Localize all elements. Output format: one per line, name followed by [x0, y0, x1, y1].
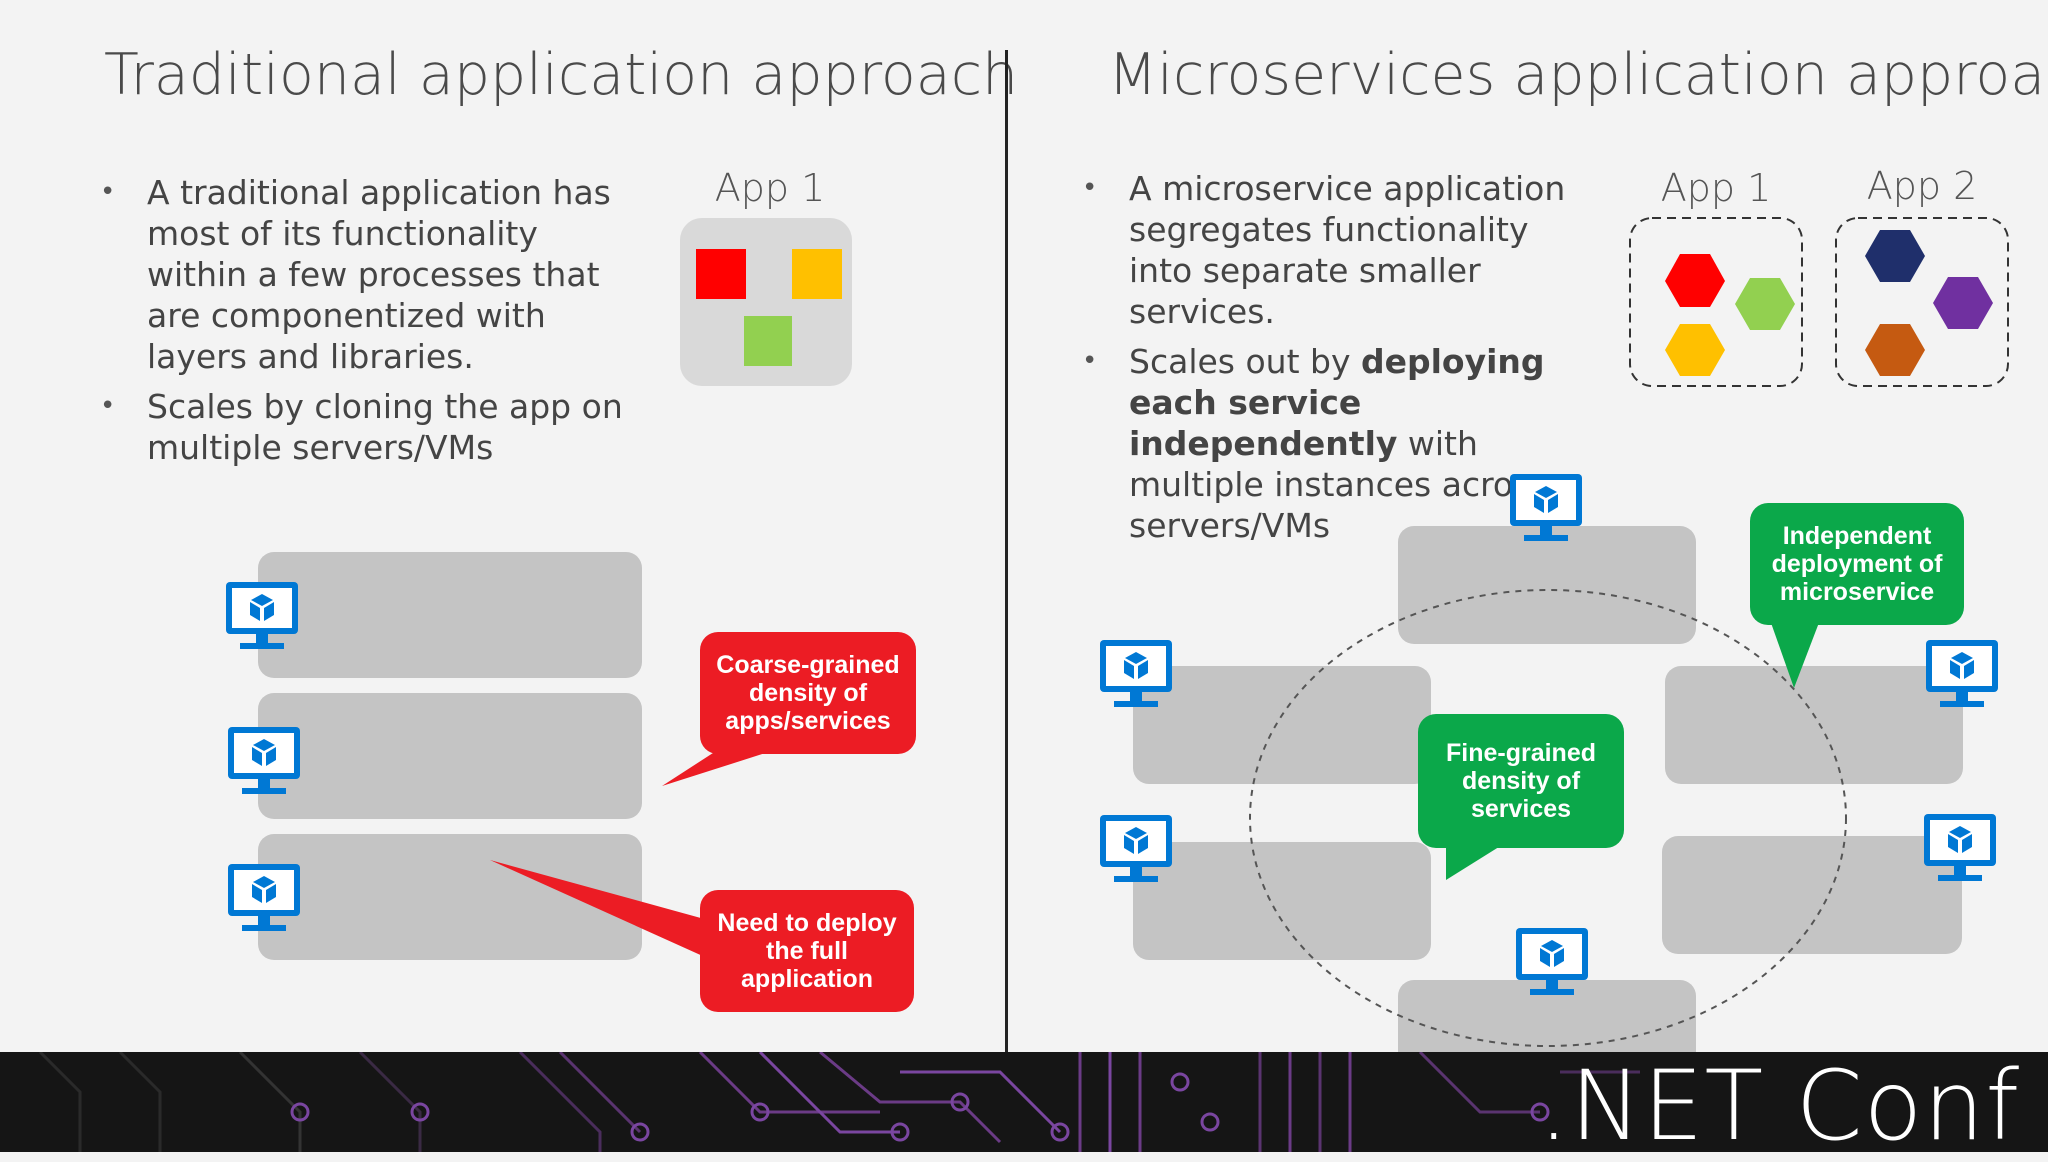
independent-deployment-callout: Independent deployment of microservice [1750, 503, 1964, 625]
micro-server-right-lower [1662, 836, 1962, 954]
red-component [696, 249, 746, 299]
yellow-component [792, 249, 842, 299]
independent-callout-tail [1770, 620, 1820, 688]
green-hexagon-icon [1735, 278, 1795, 330]
right-app2-label: App 2 [1866, 164, 1978, 208]
right-bullet-2-prefix: Scales out by [1129, 342, 1361, 381]
vm-icon [1924, 814, 1996, 881]
micro-server-top [1398, 526, 1696, 644]
service-ring [1249, 589, 1847, 1047]
right-title: Microservices application approach [1108, 42, 2048, 108]
vm-icon [228, 727, 300, 794]
micro-server-left-upper [1133, 666, 1431, 784]
micro-server-left-lower [1133, 842, 1431, 960]
fine-callout-tail [1446, 840, 1510, 880]
footer-banner [0, 1052, 2048, 1152]
coarse-grained-callout: Coarse-grained density of apps/services [700, 632, 916, 754]
vm-icon [1516, 928, 1588, 995]
navy-hexagon-icon [1865, 230, 1925, 282]
purple-hexagon-icon [1933, 277, 1993, 329]
monolith-app-box [680, 218, 852, 386]
right-bullet-list: A microservice application segregates fu… [1082, 168, 1599, 555]
brown-hexagon-icon [1865, 324, 1925, 376]
deploy-callout-tail [490, 860, 716, 962]
fine-grained-callout: Fine-grained density of services [1418, 714, 1624, 848]
deploy-full-callout: Need to deploy the full application [700, 890, 914, 1012]
left-server-1 [258, 552, 642, 678]
red-hexagon-icon [1665, 254, 1725, 307]
right-bullet-1: A microservice application segregates fu… [1082, 168, 1599, 332]
vm-icon [1510, 474, 1582, 541]
right-bullet-2-bold: deploying each service independently [1129, 342, 1545, 463]
yellow-hexagon-icon [1665, 324, 1725, 376]
left-app-label: App 1 [714, 166, 826, 210]
right-bullet-2-suffix: with multiple instances across servers/V… [1129, 424, 1548, 545]
micro-server-right-upper [1665, 666, 1963, 784]
left-bullet-1: A traditional application has most of it… [100, 172, 647, 377]
left-server-2 [258, 693, 642, 819]
right-app1-label: App 1 [1660, 166, 1772, 210]
left-bullet-list: A traditional application has most of it… [100, 172, 647, 477]
vm-icon [1926, 640, 1998, 707]
vm-icon [1100, 640, 1172, 707]
right-bullet-2: Scales out by deploying each service ind… [1082, 341, 1599, 546]
app1-service-box [1629, 217, 1803, 387]
circuit-pattern [38, 1052, 1640, 1152]
vm-icon [228, 864, 300, 931]
app2-service-box [1835, 217, 2009, 387]
vm-icon [226, 582, 298, 649]
left-title: Traditional application approach [104, 42, 1019, 108]
vm-icon [1100, 815, 1172, 882]
center-divider [1005, 50, 1008, 1055]
left-bullet-2: Scales by cloning the app on multiple se… [100, 386, 647, 468]
brand-logo-text: .NET Conf [1538, 1050, 2020, 1162]
green-component [744, 316, 792, 366]
